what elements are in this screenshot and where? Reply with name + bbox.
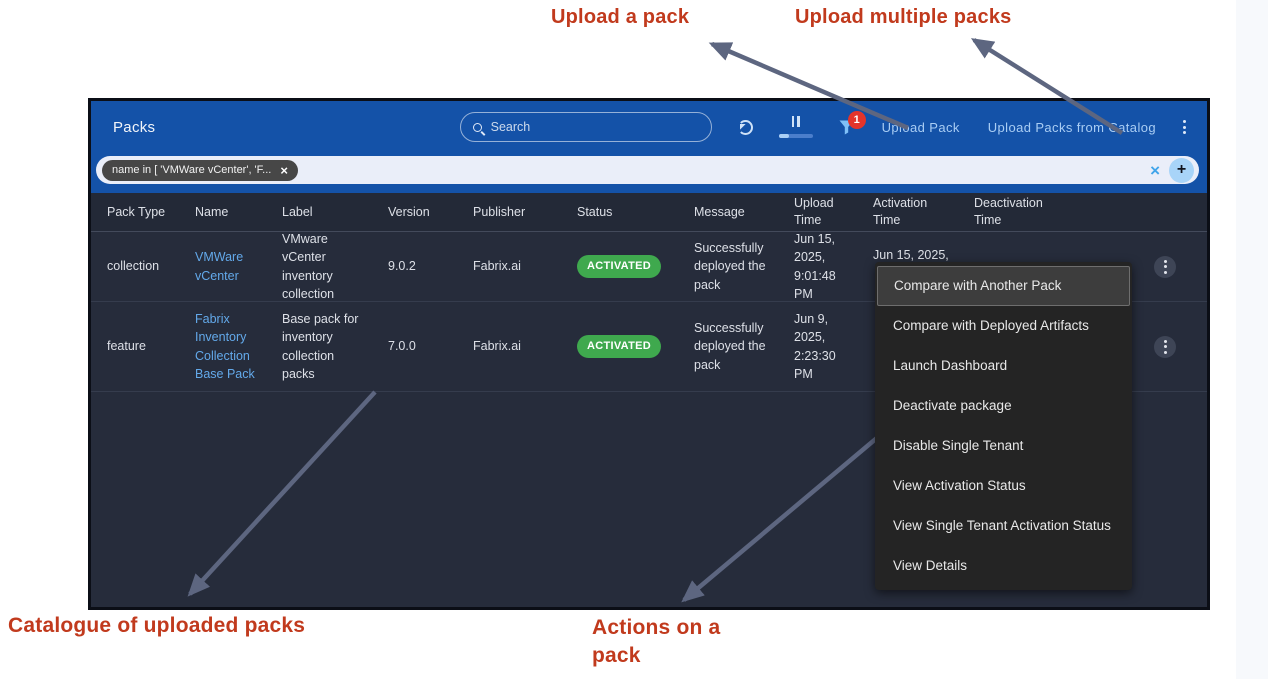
cell-publisher: Fabrix.ai — [473, 259, 521, 274]
upload-packs-from-catalog-button[interactable]: Upload Packs from Catalog — [987, 119, 1156, 135]
col-header-upload-time: Upload Time — [794, 196, 834, 227]
cell-activation-time: Jun 15, 2025, — [873, 248, 949, 262]
annotation-catalogue: Catalogue of uploaded packs — [8, 614, 306, 637]
annotation-upload-multiple: Upload multiple packs — [795, 6, 1012, 28]
annotation-actions-on-a-pack: Actions on a pack — [592, 616, 721, 668]
cell-upload-time: Jun 9, 2025, 2:23:30 PM — [794, 312, 836, 381]
cell-version: 9.0.2 — [388, 259, 416, 274]
header-overflow-menu-icon[interactable] — [1180, 117, 1189, 137]
col-header-message: Message — [694, 204, 745, 219]
col-header-publisher: Publisher — [473, 204, 526, 219]
filter-bar: name in [ 'VMWare vCenter', 'F... × × + — [91, 153, 1207, 193]
app-header: Packs Search 1 Upload Pack Upload Packs … — [91, 101, 1207, 153]
menu-item-compare-deployed-artifacts[interactable]: Compare with Deployed Artifacts — [893, 318, 1089, 333]
menu-item-launch-dashboard[interactable]: Launch Dashboard — [893, 358, 1008, 373]
menu-item-view-details[interactable]: View Details — [893, 558, 968, 573]
chip-remove-icon[interactable]: × — [280, 162, 288, 178]
table-header-row: Pack Type Name Label Version Publisher S… — [91, 193, 1207, 232]
search-input[interactable]: Search — [459, 112, 712, 142]
menu-item-view-single-tenant-activation-status[interactable]: View Single Tenant Activation Status — [893, 518, 1111, 533]
row-actions-context-menu: Compare with Another Pack Compare with D… — [875, 262, 1132, 590]
annotation-upload-a-pack: Upload a pack — [551, 6, 690, 28]
col-header-pack-type: Pack Type — [107, 204, 166, 219]
search-placeholder: Search — [490, 120, 531, 134]
filter-chip-label: name in [ 'VMWare vCenter', 'F... — [112, 164, 272, 176]
progress-bar — [778, 134, 813, 138]
cell-name: Fabrix Inventory Collection Base Pack — [179, 310, 266, 383]
filter-button[interactable]: 1 — [839, 110, 866, 135]
cell-version: 7.0.0 — [388, 339, 416, 354]
page-margin-strip — [1236, 0, 1268, 679]
col-header-status: Status — [577, 204, 613, 219]
pause-icon — [791, 116, 800, 127]
filter-count-badge: 1 — [847, 110, 866, 129]
menu-item-disable-single-tenant[interactable]: Disable Single Tenant — [893, 438, 1024, 453]
cell-message: Successfully deployed the pack — [694, 321, 766, 372]
cell-pack-type: feature — [107, 339, 146, 354]
filter-chip[interactable]: name in [ 'VMWare vCenter', 'F... × — [102, 159, 298, 181]
menu-item-view-activation-status[interactable]: View Activation Status — [893, 478, 1026, 493]
refresh-icon — [737, 119, 753, 135]
row-actions-menu-icon[interactable] — [1154, 335, 1176, 358]
col-header-name: Name — [195, 204, 229, 219]
cell-status: ACTIVATED — [561, 334, 678, 359]
col-header-activation-time: Activation Time — [873, 196, 928, 227]
menu-item-compare-another-pack[interactable]: Compare with Another Pack — [877, 266, 1130, 306]
refresh-button[interactable] — [737, 119, 753, 135]
cell-label: Base pack for inventory collection packs — [282, 312, 359, 381]
table-row: feature Fabrix Inventory Collection Base… — [91, 302, 1207, 392]
packs-app-window: Packs Search 1 Upload Pack Upload Packs … — [88, 98, 1210, 610]
col-header-deactivation-time: Deactivation Time — [974, 196, 1043, 227]
row-actions-menu-icon[interactable] — [1154, 255, 1176, 278]
cell-pack-type: collection — [107, 259, 160, 274]
filter-expression-field[interactable]: name in [ 'VMWare vCenter', 'F... × × + — [96, 156, 1199, 184]
search-icon — [472, 122, 482, 132]
add-filter-button[interactable]: + — [1169, 157, 1194, 183]
menu-item-deactivate-package[interactable]: Deactivate package — [893, 398, 1012, 413]
page-title: Packs — [113, 118, 156, 136]
col-header-label: Label — [282, 204, 313, 219]
upload-pack-button[interactable]: Upload Pack — [881, 119, 960, 135]
cell-name: VMWare vCenter — [179, 248, 266, 284]
pack-name-link[interactable]: VMWare vCenter — [195, 250, 244, 283]
pause-button[interactable] — [778, 116, 813, 138]
cell-label: VMware vCenter inventory collection — [282, 232, 335, 301]
status-badge: ACTIVATED — [577, 254, 662, 279]
table-row: collection VMWare vCenter VMware vCenter… — [91, 232, 1207, 302]
col-header-version: Version — [388, 204, 430, 219]
cell-message: Successfully deployed the pack — [694, 241, 766, 292]
status-badge: ACTIVATED — [577, 334, 662, 359]
pack-name-link[interactable]: Fabrix Inventory Collection Base Pack — [195, 312, 255, 381]
cell-upload-time: Jun 15, 2025, 9:01:48 PM — [794, 232, 836, 301]
cell-publisher: Fabrix.ai — [473, 339, 521, 354]
clear-filters-icon[interactable]: × — [1150, 160, 1160, 180]
cell-status: ACTIVATED — [561, 254, 678, 279]
